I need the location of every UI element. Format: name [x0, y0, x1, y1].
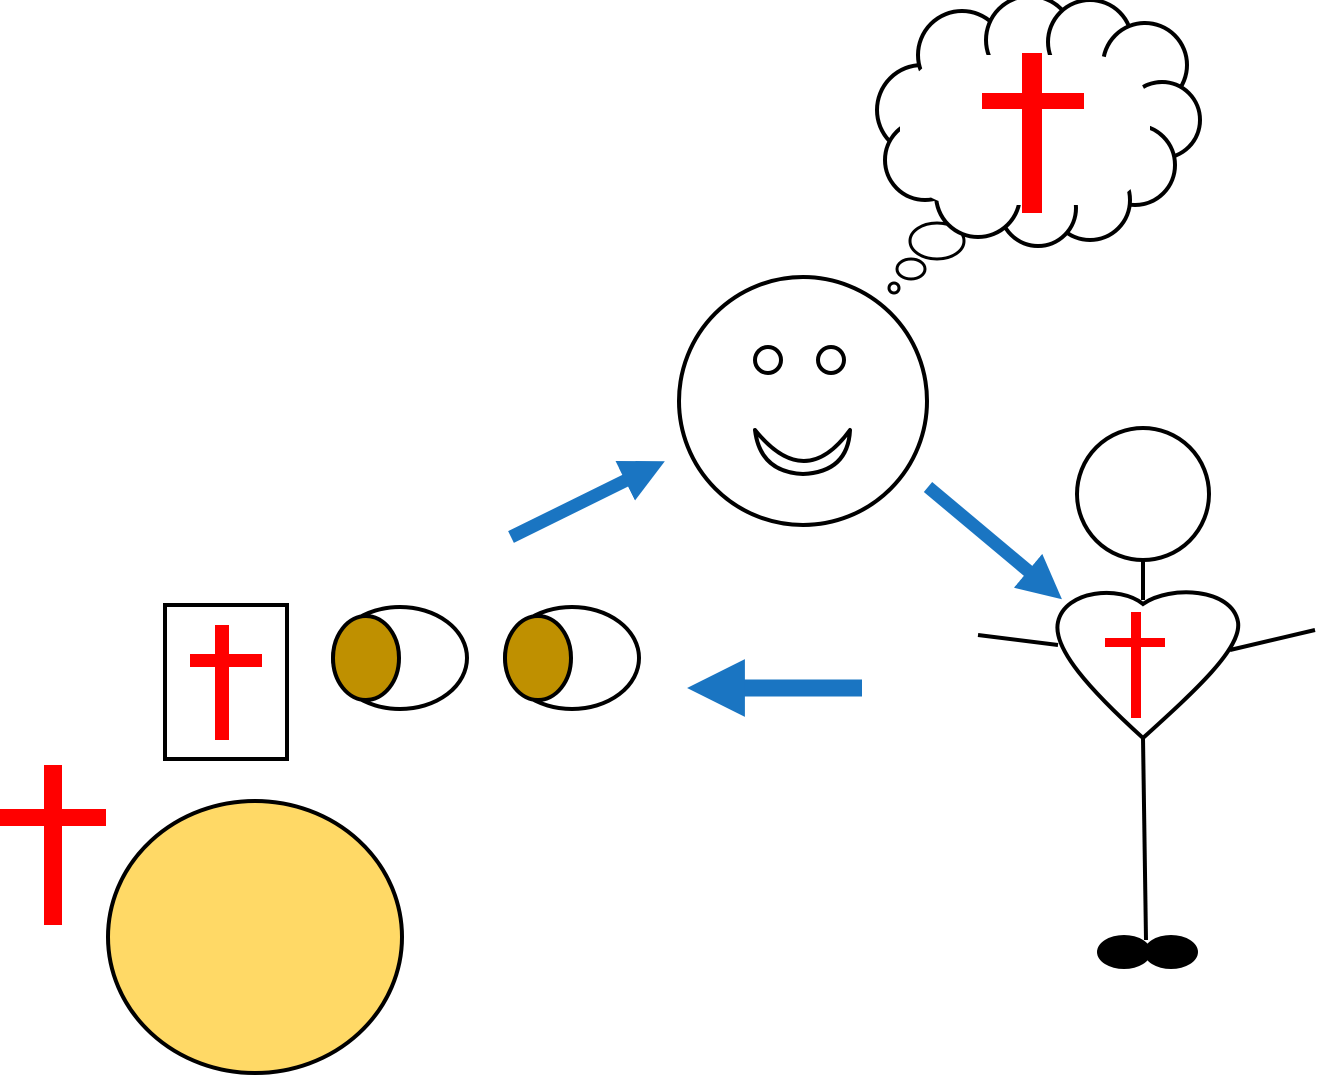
sun-with-cross: [0, 765, 402, 1073]
heart-icon: [1057, 592, 1238, 738]
stick-figure-head: [1077, 428, 1209, 560]
thought-bubble-icon: [877, 0, 1200, 293]
cross-icon: [0, 765, 106, 925]
foot-left-icon: [1097, 935, 1151, 969]
eyes-icon: [333, 607, 639, 709]
eye-right-icon: [505, 607, 639, 709]
arrow-up-right-icon: [511, 471, 645, 537]
book-with-cross-icon: [165, 605, 287, 759]
smiling-face-icon: [679, 277, 927, 525]
arrow-down-right-icon: [928, 487, 1045, 585]
eye-left-icon: [333, 607, 467, 709]
foot-right-icon: [1144, 935, 1198, 969]
stick-figure-icon: [978, 428, 1315, 969]
sun-icon: [108, 801, 402, 1073]
